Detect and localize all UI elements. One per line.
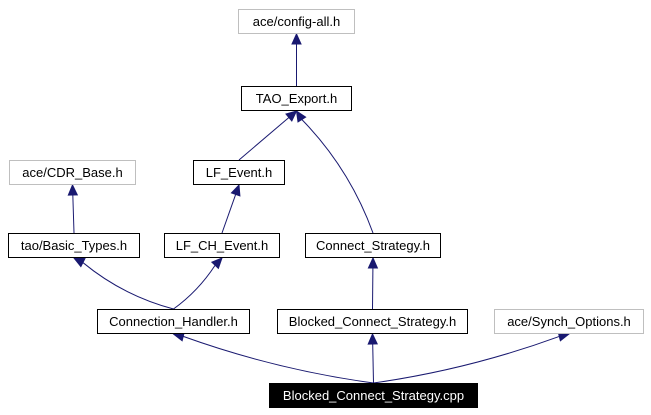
node-lf-ch-event-h[interactable]: LF_CH_Event.h xyxy=(164,233,280,258)
arrowhead-lf_event-to-tao_export xyxy=(285,110,298,122)
arrowhead-blocked_cs_h-to-connect_strategy xyxy=(367,256,379,269)
edge-basic_types-to-cdr_base xyxy=(72,194,75,234)
arrowhead-tao_export-to-config_all xyxy=(291,32,302,45)
node-label: LF_Event.h xyxy=(205,165,273,180)
node-label: Blocked_Connect_Strategy.h xyxy=(288,314,457,329)
node-label: Connect_Strategy.h xyxy=(316,238,430,253)
node-connect-strategy-h[interactable]: Connect_Strategy.h xyxy=(305,233,441,258)
node-label: Connection_Handler.h xyxy=(109,314,238,329)
node-label: LF_CH_Event.h xyxy=(175,238,269,253)
arrowhead-connect_strategy-to-tao_export xyxy=(295,109,307,123)
arrowhead-connection_handler-to-basic_types xyxy=(72,257,86,268)
edge-lf_event-to-tao_export xyxy=(238,117,290,161)
edge-blocked_cs_cpp-to-connection_handler xyxy=(183,335,374,384)
edge-blocked_cs_cpp-to-blocked_cs_h xyxy=(372,343,374,384)
edge-blocked_cs_cpp-to-synch_options xyxy=(373,335,560,384)
node-connection-handler-h[interactable]: Connection_Handler.h xyxy=(97,309,250,334)
edge-connect_strategy-to-tao_export xyxy=(301,119,374,234)
node-label: TAO_Export.h xyxy=(255,91,338,106)
arrowhead-lf_ch_event-to-lf_event xyxy=(230,183,241,197)
node-blocked-connect-strategy-h[interactable]: Blocked_Connect_Strategy.h xyxy=(277,309,468,334)
arrowhead-blocked_cs_cpp-to-blocked_cs_h xyxy=(367,332,378,345)
node-label: ace/config-all.h xyxy=(252,14,341,29)
edge-connection_handler-to-basic_types xyxy=(82,262,174,310)
node-label: ace/CDR_Base.h xyxy=(22,165,123,180)
node-cdr-base-h[interactable]: ace/CDR_Base.h xyxy=(9,160,136,185)
node-label: tao/Basic_Types.h xyxy=(20,238,128,253)
node-tao-export-h[interactable]: TAO_Export.h xyxy=(241,86,352,111)
arrowhead-basic_types-to-cdr_base xyxy=(67,183,79,196)
node-blocked-connect-strategy-cpp: Blocked_Connect_Strategy.cpp xyxy=(269,383,478,408)
node-synch-options-h[interactable]: ace/Synch_Options.h xyxy=(494,309,644,334)
arrowhead-connection_handler-to-lf_ch_event xyxy=(210,257,223,270)
edge-connection_handler-to-lf_ch_event xyxy=(173,264,216,310)
edge-lf_ch_event-to-lf_event xyxy=(221,194,237,234)
node-basic-types-h[interactable]: tao/Basic_Types.h xyxy=(8,233,140,258)
edges-layer xyxy=(67,32,571,384)
node-lf-event-h[interactable]: LF_Event.h xyxy=(193,160,285,185)
node-label: ace/Synch_Options.h xyxy=(507,314,631,329)
node-label: Blocked_Connect_Strategy.cpp xyxy=(282,388,465,403)
node-config-all-h[interactable]: ace/config-all.h xyxy=(238,9,355,34)
